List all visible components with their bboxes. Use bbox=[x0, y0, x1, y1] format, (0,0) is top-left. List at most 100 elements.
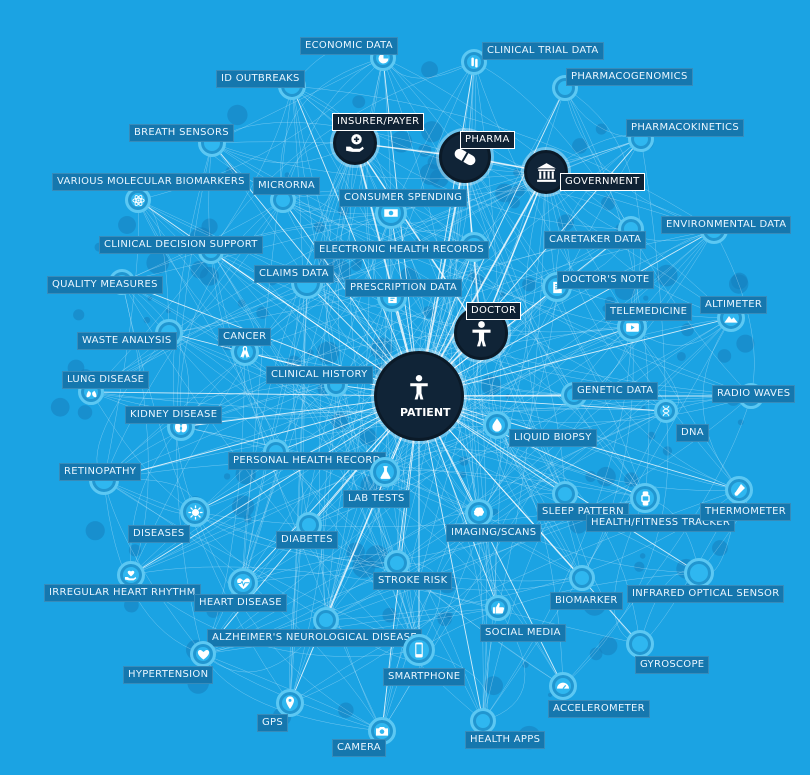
government-label: GOVERNMENT bbox=[560, 173, 645, 191]
edge-line bbox=[282, 199, 633, 328]
texture-dot bbox=[143, 316, 151, 324]
liquid-circle bbox=[483, 411, 511, 439]
edge-line bbox=[418, 572, 700, 651]
microrna-label: MICRORNA bbox=[253, 177, 321, 195]
camera-icon bbox=[374, 723, 390, 739]
edge-line bbox=[325, 246, 475, 621]
texture-dot bbox=[655, 264, 678, 287]
lungs-icon bbox=[84, 385, 99, 400]
stroke-label: STROKE RISK bbox=[373, 572, 453, 590]
dna-circle bbox=[654, 399, 678, 423]
spoke-line bbox=[130, 395, 420, 576]
edge-line bbox=[103, 479, 204, 655]
test-tubes-icon bbox=[467, 55, 482, 70]
edge-line bbox=[325, 87, 566, 621]
texture-dot bbox=[624, 472, 639, 487]
spoke-line bbox=[418, 317, 732, 397]
caretaker-label: CARETAKER DATA bbox=[544, 231, 647, 249]
texture-dot bbox=[421, 121, 443, 143]
edge-line bbox=[354, 142, 646, 499]
edge-line bbox=[121, 281, 564, 687]
edge-line bbox=[242, 85, 293, 584]
edge-line bbox=[210, 250, 383, 732]
hypertension-label: HYPERTENSION bbox=[123, 666, 214, 684]
genetic-label: GENETIC DATA bbox=[572, 382, 659, 400]
texture-dot bbox=[359, 428, 377, 446]
edge-line bbox=[137, 199, 420, 651]
edge-line bbox=[179, 199, 284, 428]
texture-dot bbox=[643, 295, 649, 301]
texture-dot bbox=[601, 196, 616, 211]
edge-line bbox=[202, 512, 480, 655]
spoke-line bbox=[418, 395, 484, 722]
texture-dot bbox=[201, 218, 218, 235]
texture-dot bbox=[427, 155, 442, 170]
edge-line bbox=[289, 384, 337, 704]
camera-label: CAMERA bbox=[332, 739, 386, 757]
spoke-line bbox=[418, 87, 566, 397]
texture-dot bbox=[390, 130, 413, 153]
edge-line bbox=[244, 351, 498, 428]
texture-dot bbox=[484, 676, 504, 696]
edge-line bbox=[289, 282, 308, 704]
cds-label: CLINICAL DECISION SUPPORT bbox=[99, 236, 263, 254]
kidney-icon bbox=[173, 419, 189, 435]
edge-line bbox=[581, 410, 667, 579]
person-icon bbox=[466, 318, 497, 349]
edge-line bbox=[291, 85, 480, 514]
texture-dot bbox=[147, 295, 153, 301]
texture-dot bbox=[284, 172, 290, 178]
edge-line bbox=[384, 449, 646, 499]
texture-dot bbox=[639, 553, 646, 559]
accelerometer-label: ACCELEROMETER bbox=[548, 700, 650, 718]
texture-dot bbox=[508, 196, 520, 209]
edge-line bbox=[289, 384, 337, 704]
doctors-note-label: DOCTOR'S NOTE bbox=[557, 271, 655, 289]
diseases-label: DISEASES bbox=[128, 525, 190, 543]
gyroscope-circle bbox=[626, 630, 654, 658]
texture-dot bbox=[522, 277, 536, 292]
kidney-label: KIDNEY DISEASE bbox=[125, 406, 223, 424]
brain-icon bbox=[471, 505, 487, 521]
thermometer-label: THERMOMETER bbox=[700, 503, 792, 521]
id-outbreaks-label: ID OUTBREAKS bbox=[216, 70, 305, 88]
liquid-label: LIQUID BIOPSY bbox=[509, 429, 597, 447]
edge-line bbox=[103, 479, 420, 651]
waste-label: WASTE ANALYSIS bbox=[77, 332, 177, 350]
thermometer-icon bbox=[731, 482, 747, 498]
spoke-line bbox=[289, 395, 420, 704]
edge-line bbox=[130, 566, 499, 609]
health-apps-label: HEALTH APPS bbox=[465, 731, 546, 749]
edge-line bbox=[390, 212, 732, 319]
edge-line bbox=[211, 142, 547, 180]
alzheimers-label: ALZHEIMER'S NEUROLOGICAL DISEASE bbox=[207, 629, 422, 647]
texture-dot bbox=[585, 471, 597, 482]
hub-link bbox=[354, 142, 482, 334]
diabetes-label: DIABETES bbox=[276, 531, 338, 549]
altimeter-label: ALTIMETER bbox=[700, 296, 768, 314]
edge-line bbox=[210, 250, 337, 386]
phr-label: PERSONAL HEALTH RECORD bbox=[228, 452, 386, 470]
virus-icon bbox=[187, 504, 204, 521]
edge-line bbox=[137, 199, 484, 722]
edge-line bbox=[308, 524, 383, 732]
infrared-circle bbox=[684, 558, 714, 588]
edge-line bbox=[464, 156, 646, 499]
edge-line bbox=[194, 511, 398, 564]
texture-dot bbox=[641, 405, 646, 410]
edge-line bbox=[211, 57, 384, 144]
edge-line bbox=[384, 326, 633, 473]
texture-dot bbox=[338, 702, 354, 718]
pharmacogenomics-label: PHARMACOGENOMICS bbox=[566, 68, 693, 86]
texture-dot bbox=[166, 308, 171, 314]
environmental-label: ENVIRONMENTAL DATA bbox=[661, 216, 792, 234]
insurer-label: INSURER/PAYER bbox=[332, 113, 425, 131]
edge-line bbox=[382, 57, 484, 722]
texture-dot bbox=[77, 405, 93, 420]
texture-dot bbox=[737, 419, 744, 426]
edge-line bbox=[418, 395, 488, 722]
gauge-icon bbox=[555, 678, 571, 694]
gps-circle bbox=[276, 689, 304, 717]
edge-line bbox=[497, 171, 547, 609]
edge-line bbox=[384, 470, 646, 499]
